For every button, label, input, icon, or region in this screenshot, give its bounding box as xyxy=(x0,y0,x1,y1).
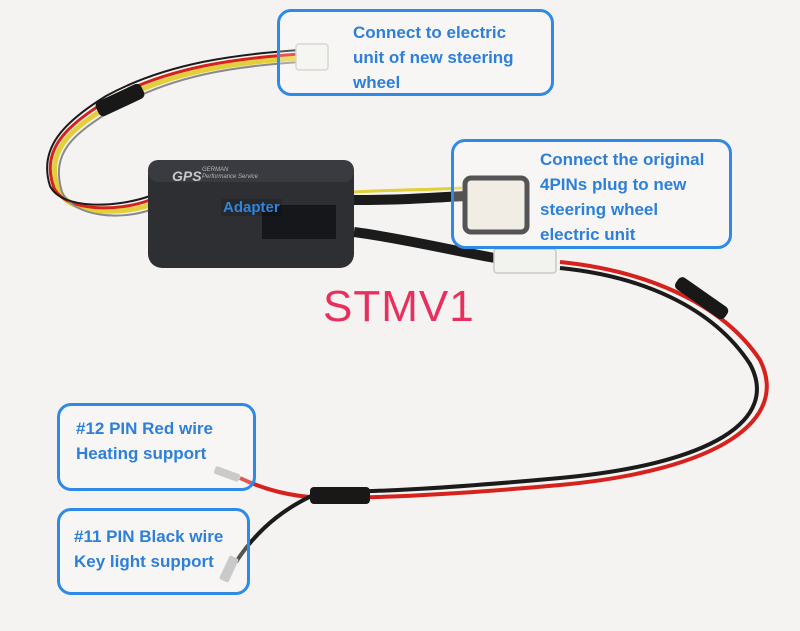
heat-shrink-sleeve-top xyxy=(95,83,145,117)
callout-original-plug: Connect the original 4PINs plug to new s… xyxy=(451,139,732,249)
callout-line: Heating support xyxy=(76,444,207,463)
adapter-dark-window xyxy=(262,205,336,239)
callout-line: unit of new steering xyxy=(353,48,514,67)
pin-terminal-red xyxy=(213,466,241,482)
callout-pin11: #11 PIN Black wire Key light support xyxy=(57,508,250,595)
adapter-box xyxy=(148,160,354,268)
callout-line: #12 PIN Red wire xyxy=(76,419,214,438)
callout-line: Connect to electric xyxy=(353,23,507,42)
callout-new-wheel-unit: Connect to electric unit of new steering… xyxy=(277,9,554,96)
callout-line: wheel xyxy=(353,73,401,92)
callout-line: Connect the original xyxy=(540,150,705,169)
callout-pin12: #12 PIN Red wire Heating support xyxy=(57,403,256,491)
upper-wire-bundle xyxy=(46,49,303,217)
callout-line: electric unit xyxy=(540,225,636,244)
callout-line: Key light support xyxy=(74,552,214,571)
heat-shrink-sleeve-right xyxy=(675,277,729,320)
device-brand-name: GERMAN Performance Service xyxy=(202,167,259,180)
white-connector-middle xyxy=(493,248,557,274)
pin-terminal-black xyxy=(219,555,239,583)
callout-line: 4PINs plug to new xyxy=(540,175,687,194)
device-brand-logo: GPS xyxy=(172,168,202,184)
heat-shrink-sleeve-bottom xyxy=(310,487,370,504)
white-connector-top xyxy=(295,43,329,71)
callout-line: steering wheel xyxy=(540,200,659,219)
four-pin-plug xyxy=(462,175,530,235)
callout-line: #11 PIN Black wire xyxy=(74,527,224,546)
adapter-label: Adapter xyxy=(221,199,282,216)
product-code: STMV1 xyxy=(323,282,475,331)
